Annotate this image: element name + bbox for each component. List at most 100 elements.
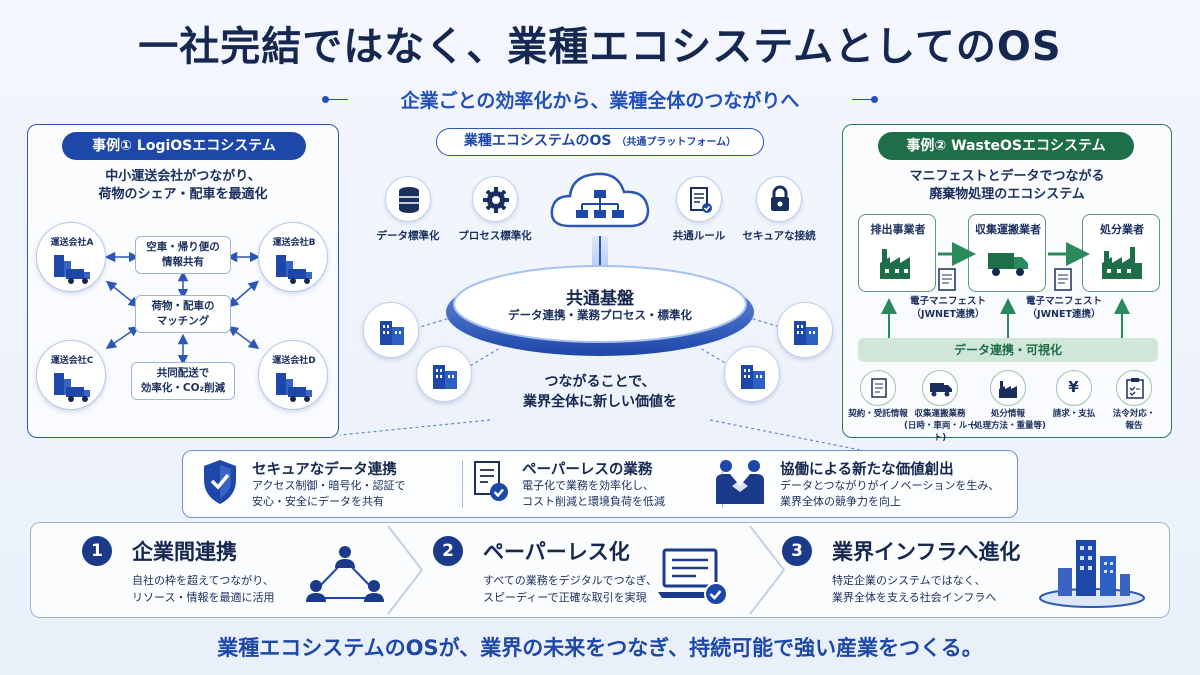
step-1-title: 企業間連携 (132, 540, 237, 564)
waste-item-disposal-line2: (処理方法・重量等) (970, 421, 1046, 431)
waste-item-collection-line2: (日時・車両・ルート) (904, 421, 976, 443)
benefits-bar (182, 450, 1018, 518)
step-2-title: ペーパーレス化 (483, 540, 630, 564)
logi-box-info-share-line1: 空車・帰り便の (146, 241, 220, 253)
company-b-label: 運送会社B (272, 238, 316, 248)
waste-item-billing-line1: 請求・支払 (1052, 409, 1096, 419)
people-network-icon (306, 546, 384, 602)
step-2-line1: すべての業務をデジタルでつなぎ、 (483, 574, 658, 587)
step-1-line2: リソース・情報を最適に活用 (132, 591, 275, 604)
benefit-3-title: 協働による新たな価値創出 (780, 462, 954, 478)
city-skyline-icon (1039, 540, 1145, 608)
building-icon (777, 302, 833, 358)
subtitle-rule-right (852, 99, 872, 100)
step-3-number: 3 (782, 536, 812, 566)
waste-desc-line2: 廃棄物処理のエコシステム (929, 187, 1085, 202)
logi-box-joint-delivery: 共同配送で 効率化・CO₂削減 (131, 362, 235, 400)
benefit-2-line2: コスト削減と環境負荷を低減 (522, 495, 665, 508)
building-icon (724, 346, 780, 402)
logi-arrows (104, 251, 261, 366)
page-subtitle: 企業ごとの効率化から、業種全体のつながりへ (400, 90, 800, 112)
yen-glyph: ¥ (1068, 378, 1079, 396)
benefits-divider (462, 460, 463, 508)
plant-icon (1102, 247, 1142, 279)
waste-item-collection: 収集運搬業務 (日時・車両・ルート) (900, 408, 980, 444)
step-chevrons (387, 525, 786, 615)
paperless-doc-icon (474, 461, 508, 501)
data-link-bar: データ連携・可視化 (858, 338, 1158, 362)
platform-header-title: 業種エコシステムのOS (463, 133, 612, 149)
waste-item-contract-line1: 契約・受託情報 (848, 409, 908, 419)
company-b: 運送会社B (258, 222, 328, 292)
subtitle-wrap: 企業ごとの効率化から、業種全体のつながりへ (0, 86, 1200, 113)
platform-base-desc: データ連携・業務プロセス・標準化 (508, 308, 692, 322)
icon-label-process-std: プロセス標準化 (458, 230, 532, 242)
actor-collector-label: 収集運搬業者 (975, 223, 1041, 236)
company-c: 運送会社C (36, 340, 106, 410)
logi-box-matching-line1: 荷物・配車の (151, 300, 215, 312)
factory-icon (880, 249, 910, 279)
manifest-label-1-line1: 電子マニフェスト (909, 296, 986, 307)
plant-icon (990, 370, 1026, 406)
actor-collector: 収集運搬業者 (968, 214, 1046, 292)
step-3-line1: 特定企業のシステムではなく、 (832, 574, 986, 587)
platform-base-title: 共通基盤 (566, 289, 634, 309)
company-c-label: 運送会社C (50, 356, 94, 366)
step-1-line1: 自社の枠を超えてつながり、 (132, 574, 274, 587)
clipboard-icon (1116, 370, 1152, 406)
step-1-desc: 自社の枠を超えてつながり、 リソース・情報を最適に活用 (132, 572, 274, 606)
platform-message: つながることで、 業界全体に新しい価値を (470, 372, 730, 412)
truck-building-icon (276, 373, 312, 402)
subtitle-rule-left (328, 99, 348, 100)
benefit-2-line1: 電子化で業務を効率化し、 (522, 479, 654, 492)
logi-desc-line2: 荷物のシェア・配車を最適化 (98, 187, 268, 202)
benefit-1-desc: アクセス制御・暗号化・認証で 安心・安全にデータを共有 (252, 478, 405, 510)
step-2-line2: スピーディーで正確な取引を実現 (483, 591, 647, 604)
step-3-title: 業界インフラへ進化 (832, 540, 1021, 564)
truck-icon (988, 253, 1028, 276)
icon-label-common-rules: 共通ルール (672, 230, 726, 242)
benefit-3-desc: データとつながりがイノベーションを生み、 業界全体の競争力を向上 (780, 478, 999, 510)
waste-item-collection-line1: 収集運搬業務 (914, 409, 966, 419)
building-icon (416, 346, 472, 402)
waste-desc: マニフェストとデータでつながる 廃棄物処理のエコシステム (842, 168, 1172, 204)
step-2-number: 2 (433, 536, 463, 566)
truck-building-icon (54, 255, 90, 284)
manifest-doc-icon (1054, 268, 1072, 291)
benefit-1-line2: 安心・安全にデータを共有 (252, 495, 384, 508)
manifest-label-2-line1: 電子マニフェスト (1025, 296, 1102, 307)
company-a: 運送会社A (36, 222, 106, 292)
company-d: 運送会社D (258, 340, 328, 410)
waste-item-compliance-line2: 報告 (1125, 421, 1143, 431)
page-title: 一社完結ではなく、業種エコシステムとしてのOS (138, 24, 1062, 70)
manifest-label-2: 電子マニフェスト （JWNET連携） (1014, 295, 1114, 321)
laptop-check-icon (658, 548, 728, 606)
platform-header: 業種エコシステムのOS （共通プラットフォーム） (436, 128, 764, 156)
waste-item-contract: 契約・受託情報 (846, 408, 910, 420)
handshake-icon (716, 460, 764, 504)
logi-desc-line1: 中小運送会社がつながり、 (105, 169, 261, 184)
steps-panel (30, 522, 1170, 618)
manifest-label-1-line2: （JWNET連携） (911, 309, 985, 320)
manifest-label-1: 電子マニフェスト （JWNET連携） (898, 295, 998, 321)
manifest-doc-icon (938, 268, 956, 291)
waste-desc-line1: マニフェストとデータでつながる (909, 169, 1105, 184)
gear-icon (472, 176, 518, 222)
cloud-network-icon (550, 172, 650, 228)
contract-doc-icon (860, 370, 896, 406)
truck-icon (922, 370, 958, 406)
logi-box-info-share: 空車・帰り便の 情報共有 (135, 236, 231, 274)
logi-header: 事例① LogiOSエコシステム (62, 132, 306, 160)
platform-base-ring (446, 265, 754, 356)
database-icon (385, 176, 431, 222)
logi-box-matching-line2: マッチング (156, 315, 210, 327)
logi-box-joint-delivery-line2: 効率化・CO₂削減 (140, 382, 226, 394)
truck-building-icon (276, 255, 312, 284)
shield-check-icon (204, 460, 236, 504)
truck-building-icon (54, 373, 90, 402)
icon-label-data-std: データ標準化 (376, 230, 440, 242)
step-3-line2: 業界全体を支える社会インフラへ (832, 591, 997, 604)
rules-document-icon (676, 176, 722, 222)
step-1-number: 1 (82, 536, 112, 566)
footer-message: 業種エコシステムのOSが、業界の未来をつなぎ、持続可能で強い産業をつくる。 (217, 636, 983, 660)
